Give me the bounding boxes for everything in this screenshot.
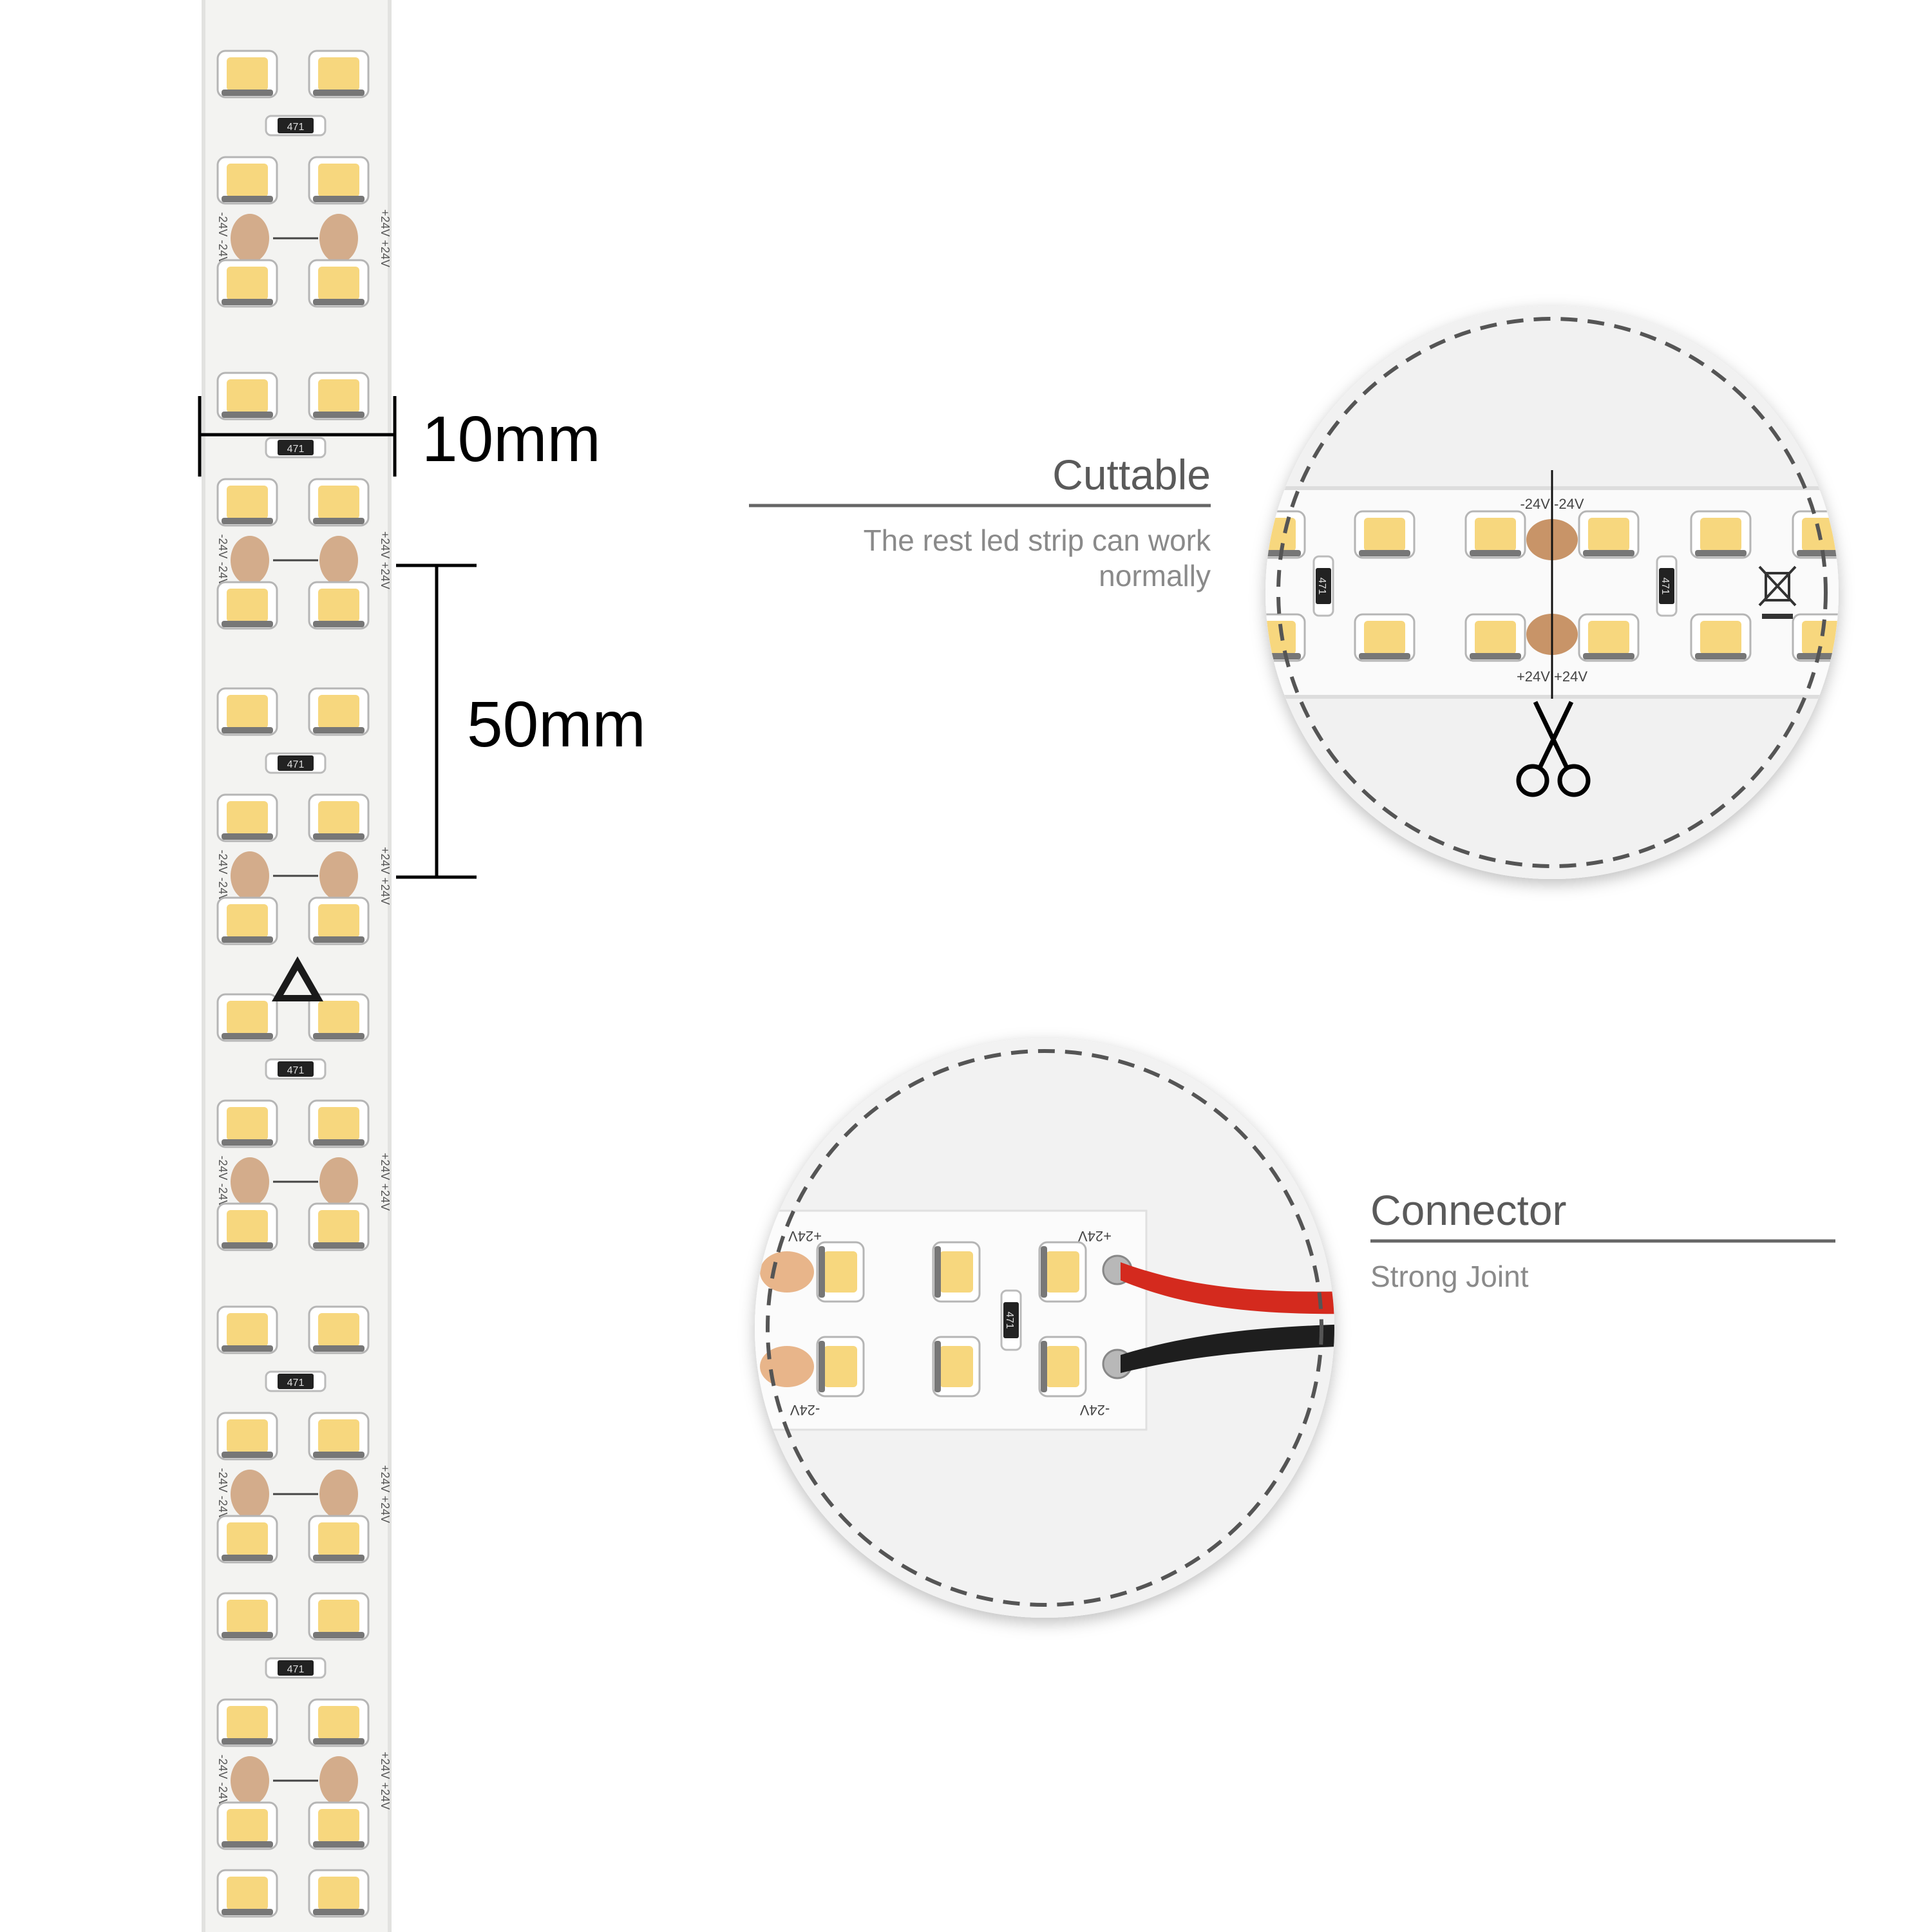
- esd-warning-icon: [272, 956, 323, 1001]
- width-dimension: [198, 396, 397, 477]
- led-strip: [202, 0, 392, 1932]
- svg-text:-24V: -24V: [790, 1402, 820, 1418]
- length-dimension: [396, 564, 477, 879]
- svg-text:+24V: +24V: [788, 1228, 822, 1244]
- length-label: 50mm: [467, 688, 646, 761]
- cuttable-description: The rest led strip can work normally: [863, 524, 1211, 593]
- connector-title: Connector: [1370, 1186, 1567, 1234]
- weee-bin-icon: [1758, 565, 1797, 619]
- cuttable-title: Cuttable: [1052, 451, 1211, 498]
- svg-text:-24V: -24V: [1079, 1402, 1110, 1418]
- cut-detail-circle: -24V -24V +24V +24V: [1265, 306, 1839, 879]
- width-label: 10mm: [422, 403, 601, 475]
- svg-text:+24V: +24V: [1078, 1228, 1112, 1244]
- connector-description: Strong Joint: [1370, 1260, 1529, 1293]
- scissors-icon: [1516, 701, 1591, 797]
- connector-detail-circle: +24V -24V +24V -24V: [755, 1038, 1334, 1618]
